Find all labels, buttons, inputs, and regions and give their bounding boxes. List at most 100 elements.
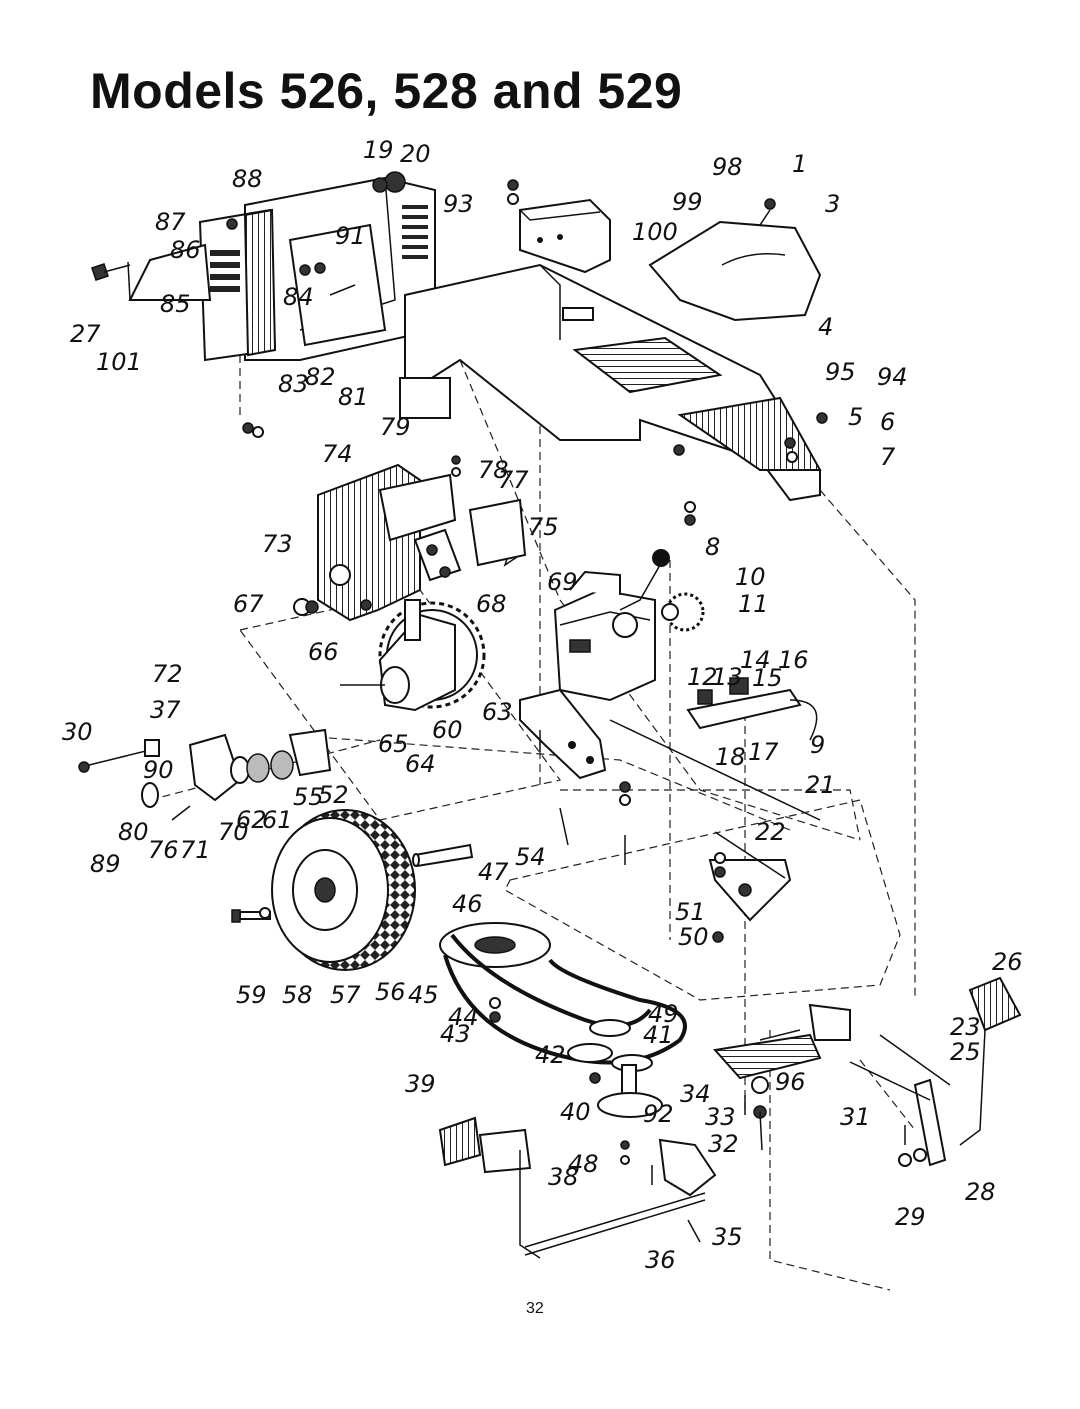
- idler-pulley-43: [567, 1019, 653, 1072]
- callout-85: 84: [283, 283, 314, 311]
- callout-73: 72: [152, 660, 183, 688]
- callout-46: 45: [408, 981, 439, 1009]
- callout-18: 17: [748, 738, 779, 766]
- callout-88: 87: [155, 208, 186, 236]
- callout-67: 66: [308, 638, 339, 666]
- callout-74: 73: [262, 530, 293, 558]
- callout-26: 25: [950, 1038, 981, 1066]
- engine-pulley-41: [597, 1064, 663, 1118]
- callout-57: 56: [375, 978, 406, 1006]
- callout-51: 50: [678, 923, 709, 951]
- callout-98: 96: [775, 1068, 806, 1096]
- callout-92: 91: [335, 222, 366, 250]
- mount-plate-64: [519, 688, 607, 780]
- callout-96: 95: [825, 358, 856, 386]
- rear-support-bracket-75: [317, 463, 457, 622]
- page-number: 32: [526, 1300, 544, 1317]
- callout-47: 46: [452, 890, 483, 918]
- callout-101: 100: [632, 218, 678, 246]
- callout-30: 29: [895, 1203, 926, 1231]
- callout-5: 4: [818, 313, 833, 341]
- callout-7: 6: [880, 408, 895, 436]
- callout-82: 81: [338, 383, 369, 411]
- callout-56: 55: [293, 783, 324, 811]
- callout-89: 88: [232, 165, 263, 193]
- brake-rod-32: [849, 1034, 951, 1101]
- callout-13: 12: [687, 663, 718, 691]
- callout-31: 30: [62, 718, 93, 746]
- callout-48: 47: [478, 858, 509, 886]
- clutch-pedal-40: [438, 1116, 541, 1259]
- callout-19: 18: [715, 743, 746, 771]
- left-foot-plate: [127, 208, 277, 362]
- rod-22: [609, 719, 821, 821]
- callout-35: 34: [680, 1080, 711, 1108]
- drive-belt-46: [443, 933, 687, 1065]
- callout-62: 61: [262, 806, 293, 834]
- callout-72: 71: [180, 836, 211, 864]
- callout-40: 39: [405, 1070, 436, 1098]
- pedal-bracket-36: [658, 1138, 717, 1197]
- pedal-rod-39: [524, 1192, 706, 1256]
- brake-pedal-27: [913, 976, 1022, 1167]
- transmission-70: [553, 570, 656, 702]
- callout-50: 49: [648, 1000, 679, 1028]
- idler-assembly-73: [413, 528, 462, 582]
- cover-plate-4: [648, 198, 822, 322]
- callout-61: 60: [432, 716, 463, 744]
- callout-10: 9: [810, 731, 825, 759]
- axle-tube-61: [412, 843, 474, 868]
- callout-87: 86: [170, 236, 201, 264]
- callout-76: 75: [528, 513, 559, 541]
- callout-69: 68: [476, 590, 507, 618]
- callout-63: 62: [236, 806, 267, 834]
- callout-70: 69: [547, 568, 578, 596]
- seat-bracket-2: [519, 198, 611, 274]
- callout-3: 1: [792, 150, 807, 178]
- callout-95: 94: [877, 363, 908, 391]
- bracket-35: [713, 1003, 851, 1080]
- bracket-78: [468, 498, 527, 567]
- callout-68: 67: [233, 590, 264, 618]
- callout-99: 98: [712, 153, 743, 181]
- callout-42: 41: [643, 1021, 674, 1049]
- page-title: Models 526, 528 and 529: [90, 63, 683, 119]
- callout-37: 36: [645, 1246, 676, 1274]
- callout-83: 82: [305, 363, 336, 391]
- hub-assembly-71: [78, 728, 332, 821]
- drive-pulley-47: [439, 922, 551, 968]
- callout-91: 90: [143, 756, 174, 784]
- callout-33: 32: [708, 1130, 739, 1158]
- callout-58: 57: [330, 981, 361, 1009]
- callout-81: 80: [118, 818, 149, 846]
- callout-36: 35: [712, 1223, 743, 1251]
- callout-75: 74: [322, 440, 353, 468]
- callout-94: 93: [443, 190, 474, 218]
- sprocket-12: [661, 592, 705, 632]
- callout-66: 65: [378, 730, 409, 758]
- callout-8: 7: [880, 443, 896, 471]
- callout-100: 99: [672, 188, 703, 216]
- callout-44: 43: [440, 1020, 471, 1048]
- callout-11: 10: [735, 563, 766, 591]
- shift-linkage-18: [686, 677, 818, 741]
- callout-22: 21: [805, 771, 836, 799]
- rear-wheel-58: [271, 809, 416, 971]
- callout-4: 3: [825, 190, 840, 218]
- callout-labels: 1 3 4 5 6 7 8 9 10 11 12 13 14 15 16 17 …: [62, 136, 1023, 1274]
- fasteners: [242, 179, 927, 1243]
- callout-41: 40: [560, 1098, 591, 1126]
- callout-84: 83: [278, 370, 309, 398]
- callout-17: 16: [778, 646, 809, 674]
- shift-lever-10: [619, 549, 670, 611]
- callout-34: 33: [705, 1103, 736, 1131]
- fender-body: [399, 263, 822, 502]
- callout-25: 23: [950, 1013, 981, 1041]
- callout-90: 89: [90, 850, 121, 878]
- callout-29: 28: [965, 1178, 996, 1206]
- callout-55: 54: [515, 843, 546, 871]
- callout-23: 22: [755, 818, 786, 846]
- callout-80: 79: [380, 413, 411, 441]
- callout-78: 77: [498, 466, 529, 494]
